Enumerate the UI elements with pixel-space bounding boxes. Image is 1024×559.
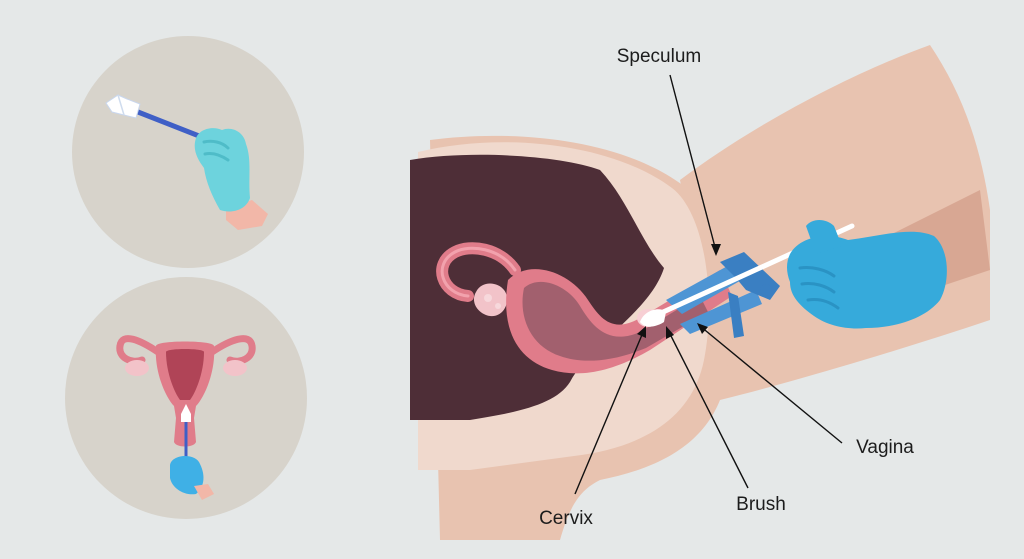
vagina-leader [699,325,843,444]
leader-lines [574,74,843,495]
speculum-arrow [711,244,721,256]
cervix-label: Cervix [539,508,593,529]
uterus-with-brush-icon [65,277,307,519]
vagina-label: Vagina [856,437,914,458]
vagina-arrow [697,323,708,334]
speculum-leader [669,74,717,252]
brush-arrow [666,326,674,339]
cervix-leader [574,329,645,495]
brush-leader [667,329,749,489]
speculum-label: Speculum [617,46,702,67]
cervix-arrow [637,326,646,338]
main-anatomy-illustration [410,45,990,541]
brush-label: Brush [736,494,786,515]
hand-holding-brush-icon [72,36,304,268]
